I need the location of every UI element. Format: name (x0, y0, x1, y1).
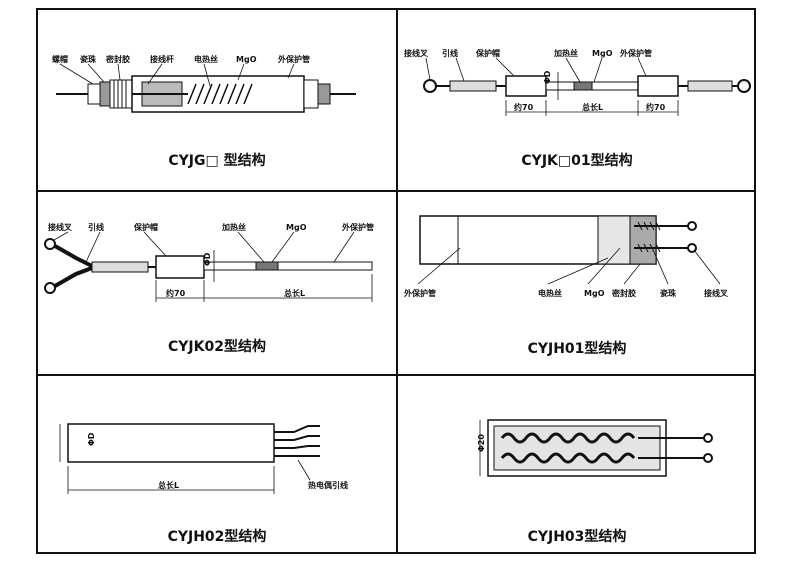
divider-row-1 (38, 190, 754, 192)
label-terminal-fork: 接线叉 (704, 288, 729, 298)
label-thermocouple-lead: 热电偶引线 (308, 480, 348, 490)
dim-total-length: 总长L (158, 480, 179, 490)
dim-total-length: 总长L (284, 288, 305, 298)
panel-cyjk02: 接线叉 引线 保护帽 加热丝 MgO 外保护管 约70 总长L ΦD CYJK0… (38, 192, 396, 374)
divider-row-2 (38, 374, 754, 376)
dim-diameter: ΦD (203, 252, 212, 266)
divider-vertical (396, 10, 398, 552)
caption-cyjh01: CYJH01型结构 (527, 341, 627, 357)
panel-cyjh03: Φ20 CYJH03型结构 (398, 376, 756, 554)
caption-cyjh02: CYJH02型结构 (167, 529, 267, 545)
label-ceramic-bead: 瓷珠 (80, 54, 97, 64)
cyjk01-drawing: 接线叉 引线 保护帽 加热丝 MgO 外保护管 约70 总长L 约70 ΦD (404, 48, 751, 116)
label-sealant: 密封胶 (105, 54, 130, 64)
bottom-strip (0, 555, 790, 566)
cyjh03-drawing: Φ20 (477, 419, 713, 477)
label-heating-wire: 加热丝 (221, 222, 246, 232)
label-mgo: MgO (286, 223, 307, 232)
panel-cyjk01: 接线叉 引线 保护帽 加热丝 MgO 外保护管 约70 总长L 约70 ΦD C… (398, 10, 756, 190)
dim-diameter: ΦD (87, 432, 96, 446)
panel-cyjh01: 外保护管 电热丝 MgO 密封胶 瓷珠 接线叉 CYJH01型结构 (398, 192, 756, 374)
cyjg-drawing: 螺帽 瓷珠 密封胶 接线杆 电热丝 MgO 外保护管 (52, 54, 356, 113)
label-outer-tube: 外保护管 (342, 222, 374, 232)
label-mgo: MgO (236, 55, 257, 64)
label-ceramic-bead: 瓷珠 (660, 288, 677, 298)
dim-cap-70: 约70 (166, 288, 186, 298)
caption-cyjh03: CYJH03型结构 (527, 529, 627, 545)
label-sealant: 密封胶 (611, 288, 636, 298)
dim-total-length: 总长L (582, 102, 603, 112)
label-terminal-fork: 接线叉 (404, 48, 429, 58)
label-outer-tube: 外保护管 (278, 54, 310, 64)
label-nut: 螺帽 (52, 54, 68, 64)
label-outer-tube: 外保护管 (620, 48, 652, 58)
cyjh02-drawing: ΦD 总长L 热电偶引线 (59, 423, 348, 494)
label-protective-cap: 保护帽 (133, 222, 158, 232)
label-terminal-rod: 接线杆 (150, 54, 174, 64)
label-heating-wire: 加热丝 (553, 48, 578, 58)
label-terminal-fork: 接线叉 (48, 222, 73, 232)
label-heating-wire: 电热丝 (538, 288, 562, 298)
panel-cyjg: 螺帽 瓷珠 密封胶 接线杆 电热丝 MgO 外保护管 CYJG□ 型结构 (38, 10, 396, 190)
cyjh01-drawing: 外保护管 电热丝 MgO 密封胶 瓷珠 接线叉 (404, 215, 729, 298)
cyjk02-drawing: 接线叉 引线 保护帽 加热丝 MgO 外保护管 约70 总长L ΦD (44, 222, 374, 302)
caption-cyjk01: CYJK□01型结构 (521, 153, 633, 169)
label-mgo: MgO (584, 289, 605, 298)
dim-diameter: ΦD (543, 70, 552, 84)
caption-cyjg: CYJG□ 型结构 (168, 153, 266, 169)
label-outer-tube: 外保护管 (404, 288, 436, 298)
label-lead-wire: 引线 (88, 222, 104, 232)
caption-cyjk02: CYJK02型结构 (168, 339, 266, 355)
dim-diameter-20: Φ20 (477, 434, 486, 452)
dim-left-70: 约70 (514, 102, 534, 112)
label-protective-cap: 保护帽 (475, 48, 500, 58)
structure-sheet: 螺帽 瓷珠 密封胶 接线杆 电热丝 MgO 外保护管 CYJG□ 型结构 (36, 8, 756, 554)
panel-cyjh02: ΦD 总长L 热电偶引线 CYJH02型结构 (38, 376, 396, 554)
label-mgo: MgO (592, 49, 613, 58)
dim-right-70: 约70 (646, 102, 666, 112)
label-heating-wire: 电热丝 (194, 54, 218, 64)
label-lead-wire: 引线 (442, 48, 458, 58)
